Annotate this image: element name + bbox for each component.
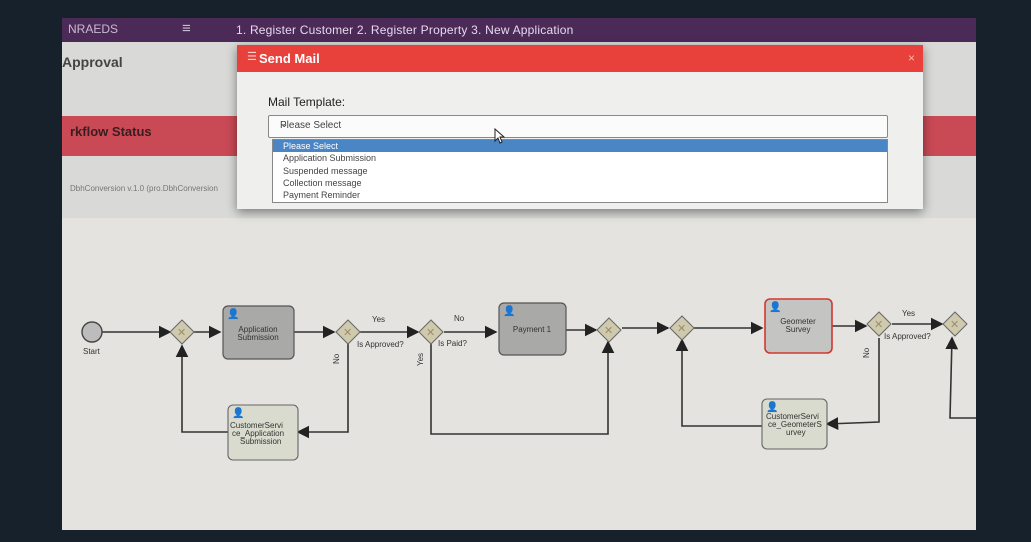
- workflow-diagram: Start ✕ ✕ ✕ ✕ ✕ ✕ ✕ 👤 Application Submis…: [81, 298, 976, 461]
- workflow-status-title: rkflow Status: [70, 124, 152, 139]
- svg-text:✕: ✕: [177, 327, 186, 339]
- start-event[interactable]: [81, 321, 103, 343]
- task-cs-geometer-survey[interactable]: 👤 CustomerServi ce_GeometerS urvey: [761, 398, 828, 450]
- user-icon: 👤: [766, 400, 778, 413]
- workflow-canvas: [62, 218, 976, 530]
- label-yes-2: Yes: [416, 353, 425, 366]
- label-is-paid: Is Paid?: [438, 339, 467, 348]
- gateway-3[interactable]: ✕: [942, 311, 968, 337]
- label-no-2: No: [454, 314, 465, 323]
- svg-text:Submission: Submission: [237, 333, 278, 342]
- label-yes-3: Yes: [902, 309, 915, 318]
- gateway-merge-2[interactable]: ✕: [669, 315, 695, 341]
- svg-text:CustomerServi: CustomerServi: [766, 412, 819, 421]
- close-icon[interactable]: ×: [907, 51, 915, 65]
- svg-text:ce_Application: ce_Application: [232, 429, 284, 438]
- brand-logo: NRAEDS: [68, 22, 119, 36]
- send-mail-modal: ☰ Send Mail × Mail Template: Please Sele…: [237, 45, 923, 209]
- svg-text:Payment 1: Payment 1: [513, 325, 552, 334]
- option-suspended-message[interactable]: Suspended message: [283, 165, 368, 176]
- task-label: Application: [238, 325, 277, 334]
- chevron-down-icon: ⌄: [280, 119, 289, 130]
- start-label: Start: [83, 347, 101, 356]
- svg-text:CustomerServi: CustomerServi: [230, 421, 283, 430]
- user-icon: 👤: [232, 406, 244, 419]
- task-payment[interactable]: 👤 Payment 1: [498, 302, 567, 356]
- option-application-submission[interactable]: Application Submission: [283, 153, 377, 164]
- svg-text:✕: ✕: [874, 319, 883, 331]
- modal-title: Send Mail: [259, 51, 320, 66]
- mail-template-select[interactable]: Please Select ⌄: [268, 115, 888, 138]
- gateway-1[interactable]: ✕: [169, 319, 195, 345]
- svg-text:✕: ✕: [950, 319, 959, 331]
- user-icon: 👤: [503, 304, 515, 317]
- label-yes-1: Yes: [372, 315, 385, 324]
- label-is-approved-1: Is Approved?: [357, 340, 404, 349]
- svg-text:✕: ✕: [343, 327, 352, 339]
- menu-icon[interactable]: ≡: [182, 20, 191, 37]
- svg-text:✕: ✕: [604, 325, 613, 337]
- step-links[interactable]: 1. Register Customer 2. Register Propert…: [236, 23, 574, 37]
- mail-template-label: Mail Template:: [268, 95, 346, 109]
- top-navbar: NRAEDS ≡ 1. Register Customer 2. Registe…: [62, 18, 976, 42]
- task-cs-application-submission[interactable]: 👤 CustomerServi ce_Application Submissio…: [227, 404, 299, 461]
- mail-template-options[interactable]: Please Select Application Submission Sus…: [272, 139, 888, 203]
- label-no-1: No: [332, 353, 341, 364]
- svg-text:Survey: Survey: [786, 325, 811, 334]
- gateway-merge-1[interactable]: ✕: [596, 317, 622, 343]
- option-payment-reminder[interactable]: Payment Reminder: [283, 190, 361, 201]
- select-value: Please Select: [280, 120, 342, 131]
- svg-text:Submission: Submission: [240, 437, 281, 446]
- task-geometer-survey[interactable]: 👤 Geometer Survey: [764, 298, 833, 354]
- list-icon: ☰: [247, 51, 257, 63]
- option-collection-message[interactable]: Collection message: [283, 177, 362, 188]
- gateway-paid[interactable]: ✕: [418, 319, 444, 345]
- task-application-submission[interactable]: 👤 Application Submission: [222, 305, 295, 360]
- approval-heading: Approval: [62, 54, 123, 70]
- svg-text:Geometer: Geometer: [780, 317, 816, 326]
- process-version-text: DbhConversion v.1.0 (pro.DbhConversion: [70, 184, 218, 193]
- modal-header: ☰ Send Mail ×: [237, 45, 923, 72]
- user-icon: 👤: [227, 307, 239, 320]
- svg-text:✕: ✕: [426, 327, 435, 339]
- svg-text:ce_GeometerS: ce_GeometerS: [768, 420, 822, 429]
- svg-text:urvey: urvey: [786, 428, 806, 437]
- app-screen: NRAEDS ≡ 1. Register Customer 2. Registe…: [62, 18, 976, 530]
- label-no-3: No: [862, 347, 871, 358]
- user-icon: 👤: [769, 300, 781, 313]
- gateway-approved-2[interactable]: ✕: [866, 311, 892, 337]
- label-is-approved-2: Is Approved?: [884, 332, 931, 341]
- mouse-cursor: [494, 128, 506, 144]
- gateway-approved-1[interactable]: ✕: [335, 319, 361, 345]
- option-please-select[interactable]: Please Select: [273, 140, 887, 153]
- svg-text:✕: ✕: [677, 323, 686, 335]
